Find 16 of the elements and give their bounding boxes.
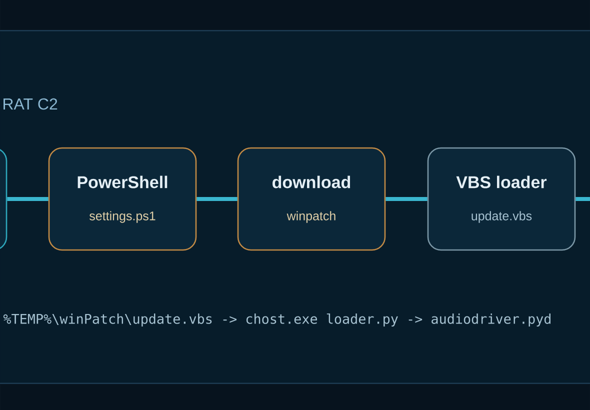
diagram-title: RAT C2 — [4, 98, 58, 110]
path-text: %TEMP%\winPatch\update.vbs -> chost.exe loader.py -> audiodriver.pyd — [3, 313, 550, 327]
connector-line — [576, 197, 590, 201]
process-box — [427, 147, 576, 251]
box-title: download — [272, 176, 350, 188]
process-box — [237, 147, 386, 251]
connector-line — [7, 197, 48, 201]
box-title: PowerShell — [78, 176, 168, 188]
connector-line — [196, 197, 238, 201]
box-text: winpatch — [286, 211, 336, 223]
connector-line — [386, 197, 428, 201]
box-title: VBS loader — [456, 176, 547, 188]
process-box — [0, 147, 8, 251]
box-text: update.vbs — [472, 211, 532, 223]
process-box — [48, 147, 197, 251]
box-text: settings.ps1 — [90, 211, 156, 223]
